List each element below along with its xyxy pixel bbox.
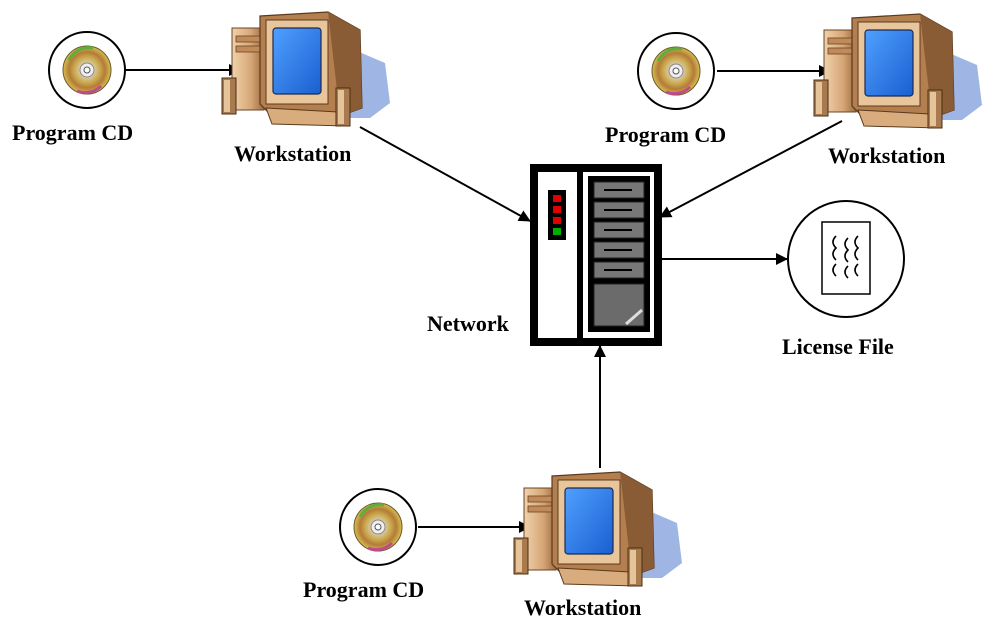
cd-icon (636, 31, 716, 111)
workstation-icon (513, 471, 683, 587)
cd-label-top-left: Program CD (12, 120, 134, 145)
workstation-icon (221, 11, 391, 127)
cd-label-bottom: Program CD (303, 577, 425, 602)
license-file-label: License File (782, 334, 894, 359)
workstation-label-top-left: Workstation (234, 141, 352, 166)
license-file-icon (787, 200, 905, 318)
cd-label-top-right: Program CD (605, 122, 727, 147)
connectors (126, 64, 843, 533)
cd-icon (338, 487, 418, 567)
cd-icon (47, 30, 127, 110)
workstation-label-top-right: Workstation (828, 143, 946, 168)
network-server-icon (530, 164, 662, 346)
workstation-label-bottom: Workstation (524, 595, 642, 620)
workstation-icon (813, 13, 983, 129)
arrow-ws2-to-network (659, 120, 843, 218)
network-label: Network (427, 311, 509, 336)
arrow-ws1-to-network (359, 126, 531, 222)
